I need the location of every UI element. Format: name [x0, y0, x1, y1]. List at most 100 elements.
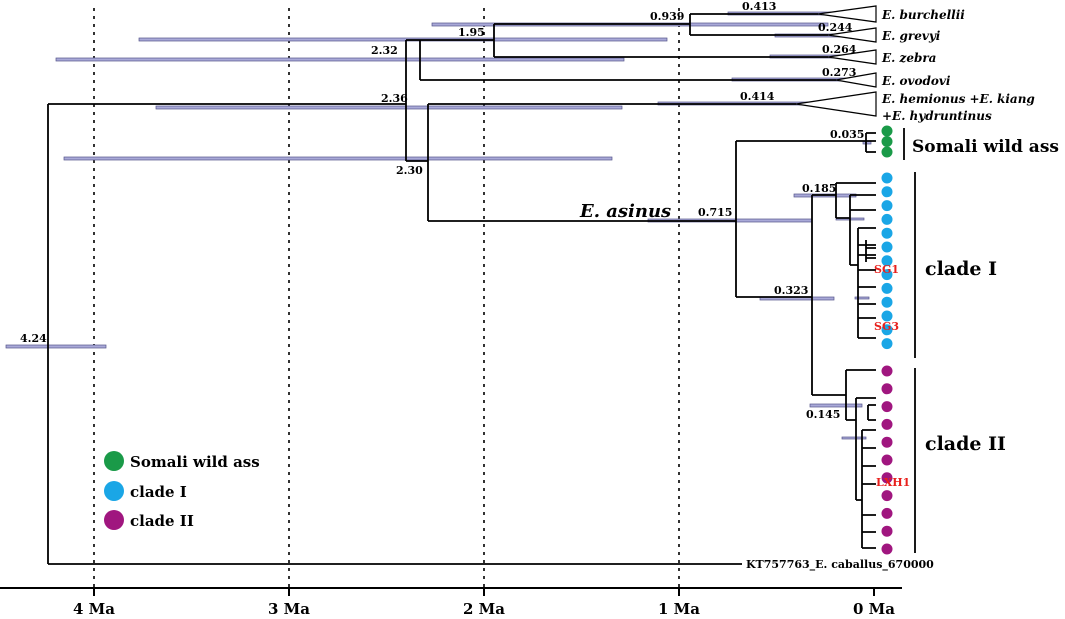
sample-label-sg1: SG1 [874, 263, 899, 276]
triangle-ovodovi [835, 72, 877, 88]
tip-dot-clade1 [881, 241, 893, 253]
tip-label-hemionus-1: E. hemionus +E. kiang [881, 92, 1035, 106]
hpd-bar-root [5, 344, 107, 349]
bracket-label-clade1: clade I [925, 258, 997, 280]
tip-dot-clade1 [881, 186, 893, 198]
tip-dot-clade2 [881, 454, 893, 466]
node-value-asinus-stem: 2.30 [396, 164, 423, 177]
legend-swatch-clade1 [104, 481, 124, 501]
tip-label-outgroup: KT757763_E. caballus_670000 [746, 558, 934, 572]
node-value-clade2: 0.145 [806, 408, 840, 421]
collapsed-triangles [795, 5, 877, 117]
hpd-bar-inner-3 [854, 296, 870, 300]
node-value-grevyi: 0.244 [818, 21, 853, 34]
asinus-label: E. asinus [579, 201, 671, 222]
time-axis: 4 Ma 3 Ma 2 Ma 1 Ma 0 Ma [0, 587, 902, 618]
node-value-somali: 0.035 [830, 128, 864, 141]
legend-swatch-clade2 [104, 510, 124, 530]
axis-label-4ma: 4 Ma [73, 600, 115, 618]
branch-clade1-top [835, 182, 876, 219]
branch-clade2-top [845, 369, 876, 421]
tip-dot-clade1 [881, 269, 893, 281]
axis-label-0ma: 0 Ma [853, 600, 895, 618]
tip-dot-clade2 [881, 507, 893, 519]
branch-root [47, 103, 742, 565]
branch-domestic-split [811, 194, 846, 396]
hpd-bar-stenonid [55, 57, 625, 62]
node-value-asses: 2.36 [381, 92, 408, 105]
branch-clade1-twig [865, 240, 876, 262]
node-value-hemionus: 0.414 [740, 90, 775, 103]
tip-label-ovodovi: E. ovodovi [881, 74, 951, 88]
node-value-clade1-sub: 0.185 [802, 182, 836, 195]
tip-dot-somali [881, 125, 893, 137]
triangle-burchellii [817, 5, 877, 23]
triangle-hemionus [795, 91, 877, 117]
branch-clade1-inner [849, 194, 876, 266]
tip-dot-clade2 [881, 383, 893, 395]
tip-dot-clade2 [881, 365, 893, 377]
bracket-label-clade2: clade II [925, 433, 1006, 455]
tip-dot-clade1 [881, 324, 893, 336]
branch-asses [427, 103, 796, 222]
legend-label-clade1: clade I [130, 483, 187, 501]
tip-label-burchellii: E. burchellii [881, 8, 965, 22]
branch-clade2-inner [855, 397, 876, 501]
node-value-zebra-pair: 0.939 [650, 10, 684, 23]
tip-dot-clade2 [881, 490, 893, 502]
axis-label-1ma: 1 Ma [658, 600, 700, 618]
tree-branches [47, 13, 876, 565]
branch-main-split [405, 39, 428, 162]
axis-label-3ma: 3 Ma [268, 600, 310, 618]
node-value-zebra-group: 1.95 [458, 26, 485, 39]
hpd-bar-inner-2 [841, 436, 867, 440]
tip-dot-clade1 [881, 338, 893, 350]
tip-label-zebra: E. zebra [881, 51, 936, 65]
node-value-clade1: 0.323 [774, 284, 808, 297]
tip-dot-clade2 [881, 418, 893, 430]
tip-dot-clade1 [881, 172, 893, 184]
tip-dot-clade1 [881, 310, 893, 322]
sample-label-lxh1: LXH1 [876, 476, 910, 489]
tip-dots [881, 125, 893, 555]
branch-clade2-deep [861, 429, 876, 549]
bracket-label-somali: Somali wild ass [912, 137, 1059, 157]
clade-brackets: Somali wild ass clade I clade II [903, 128, 1059, 553]
node-value-asinus: 0.715 [698, 206, 732, 219]
legend-label-clade2: clade II [130, 512, 194, 530]
node-value-stenonid: 2.32 [371, 44, 398, 57]
tip-labels: E. burchellii E. grevyi E. zebra E. ovod… [746, 8, 1035, 572]
legend: Somali wild ass clade I clade II [104, 451, 260, 530]
branch-zebra-ovodovi [419, 39, 836, 81]
branch-somali [865, 132, 876, 153]
hpd-bars [5, 11, 875, 440]
sample-label-sg3: SG3 [874, 320, 899, 333]
node-value-ovodovi: 0.273 [822, 66, 856, 79]
tip-label-grevyi: E. grevyi [881, 29, 941, 43]
hpd-bar-clade2 [809, 403, 863, 408]
branch-zebra-group [493, 23, 828, 58]
legend-label-somali: Somali wild ass [130, 453, 260, 471]
tip-dot-clade1 [881, 282, 893, 294]
hpd-bar-asinus-stem [63, 156, 613, 161]
tip-dot-clade1 [881, 255, 893, 267]
axis-label-2ma: 2 Ma [463, 600, 505, 618]
hpd-bar-asses [155, 105, 623, 110]
tip-dot-somali [881, 136, 893, 147]
tip-dot-clade2 [881, 543, 893, 555]
triangle-zebra [827, 49, 877, 65]
tip-dot-clade1 [881, 227, 893, 239]
tip-dot-clade2 [881, 525, 893, 537]
node-values: 0.413 0.244 0.264 0.273 0.414 0.939 1.95… [20, 0, 864, 421]
tip-dot-somali [881, 146, 893, 158]
tip-dot-clade2 [881, 472, 893, 484]
tip-label-hemionus-2: +E. hydruntinus [882, 109, 992, 123]
legend-swatch-somali [104, 451, 124, 471]
branch-zebra-pair [689, 13, 828, 36]
node-value-root: 4.24 [20, 332, 47, 345]
node-value-burchellii: 0.413 [742, 0, 776, 13]
tip-dot-clade2 [881, 401, 893, 413]
branch-clade2-twig [867, 404, 876, 421]
tip-dot-clade1 [881, 213, 893, 225]
